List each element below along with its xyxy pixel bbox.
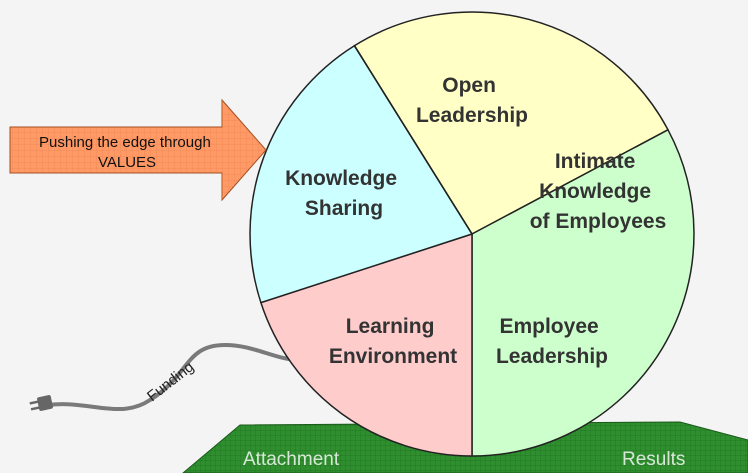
power-cord: Funding bbox=[29, 342, 302, 412]
label-knowledge-sharing: Knowledge Sharing bbox=[285, 167, 403, 220]
segment-employee-leadership bbox=[259, 232, 473, 457]
values-arrow: Pushing the edge through VALUES bbox=[9, 98, 267, 202]
cord-label: Funding bbox=[144, 358, 197, 405]
base-right-label: Results bbox=[622, 449, 685, 470]
segment-open-leadership bbox=[353, 11, 670, 235]
label-learning-environment: Learning Environment bbox=[329, 315, 457, 368]
arrow-label: Pushing the edge through VALUES bbox=[39, 134, 215, 171]
label-employee-leadership: Employee Leadership bbox=[496, 315, 608, 368]
segment-learning-environment bbox=[249, 44, 474, 304]
label-intimate-knowledge: Intimate Knowledge of Employees bbox=[530, 150, 667, 233]
base-left-label: Attachment bbox=[243, 449, 340, 470]
values-wheel: Open Leadership Intimate Knowledge of Em… bbox=[249, 11, 695, 457]
label-open-leadership: Open Leadership bbox=[416, 74, 528, 127]
segment-knowledge-sharing bbox=[353, 45, 473, 235]
plug-icon bbox=[29, 395, 53, 411]
segment-intimate-knowledge bbox=[471, 128, 695, 457]
